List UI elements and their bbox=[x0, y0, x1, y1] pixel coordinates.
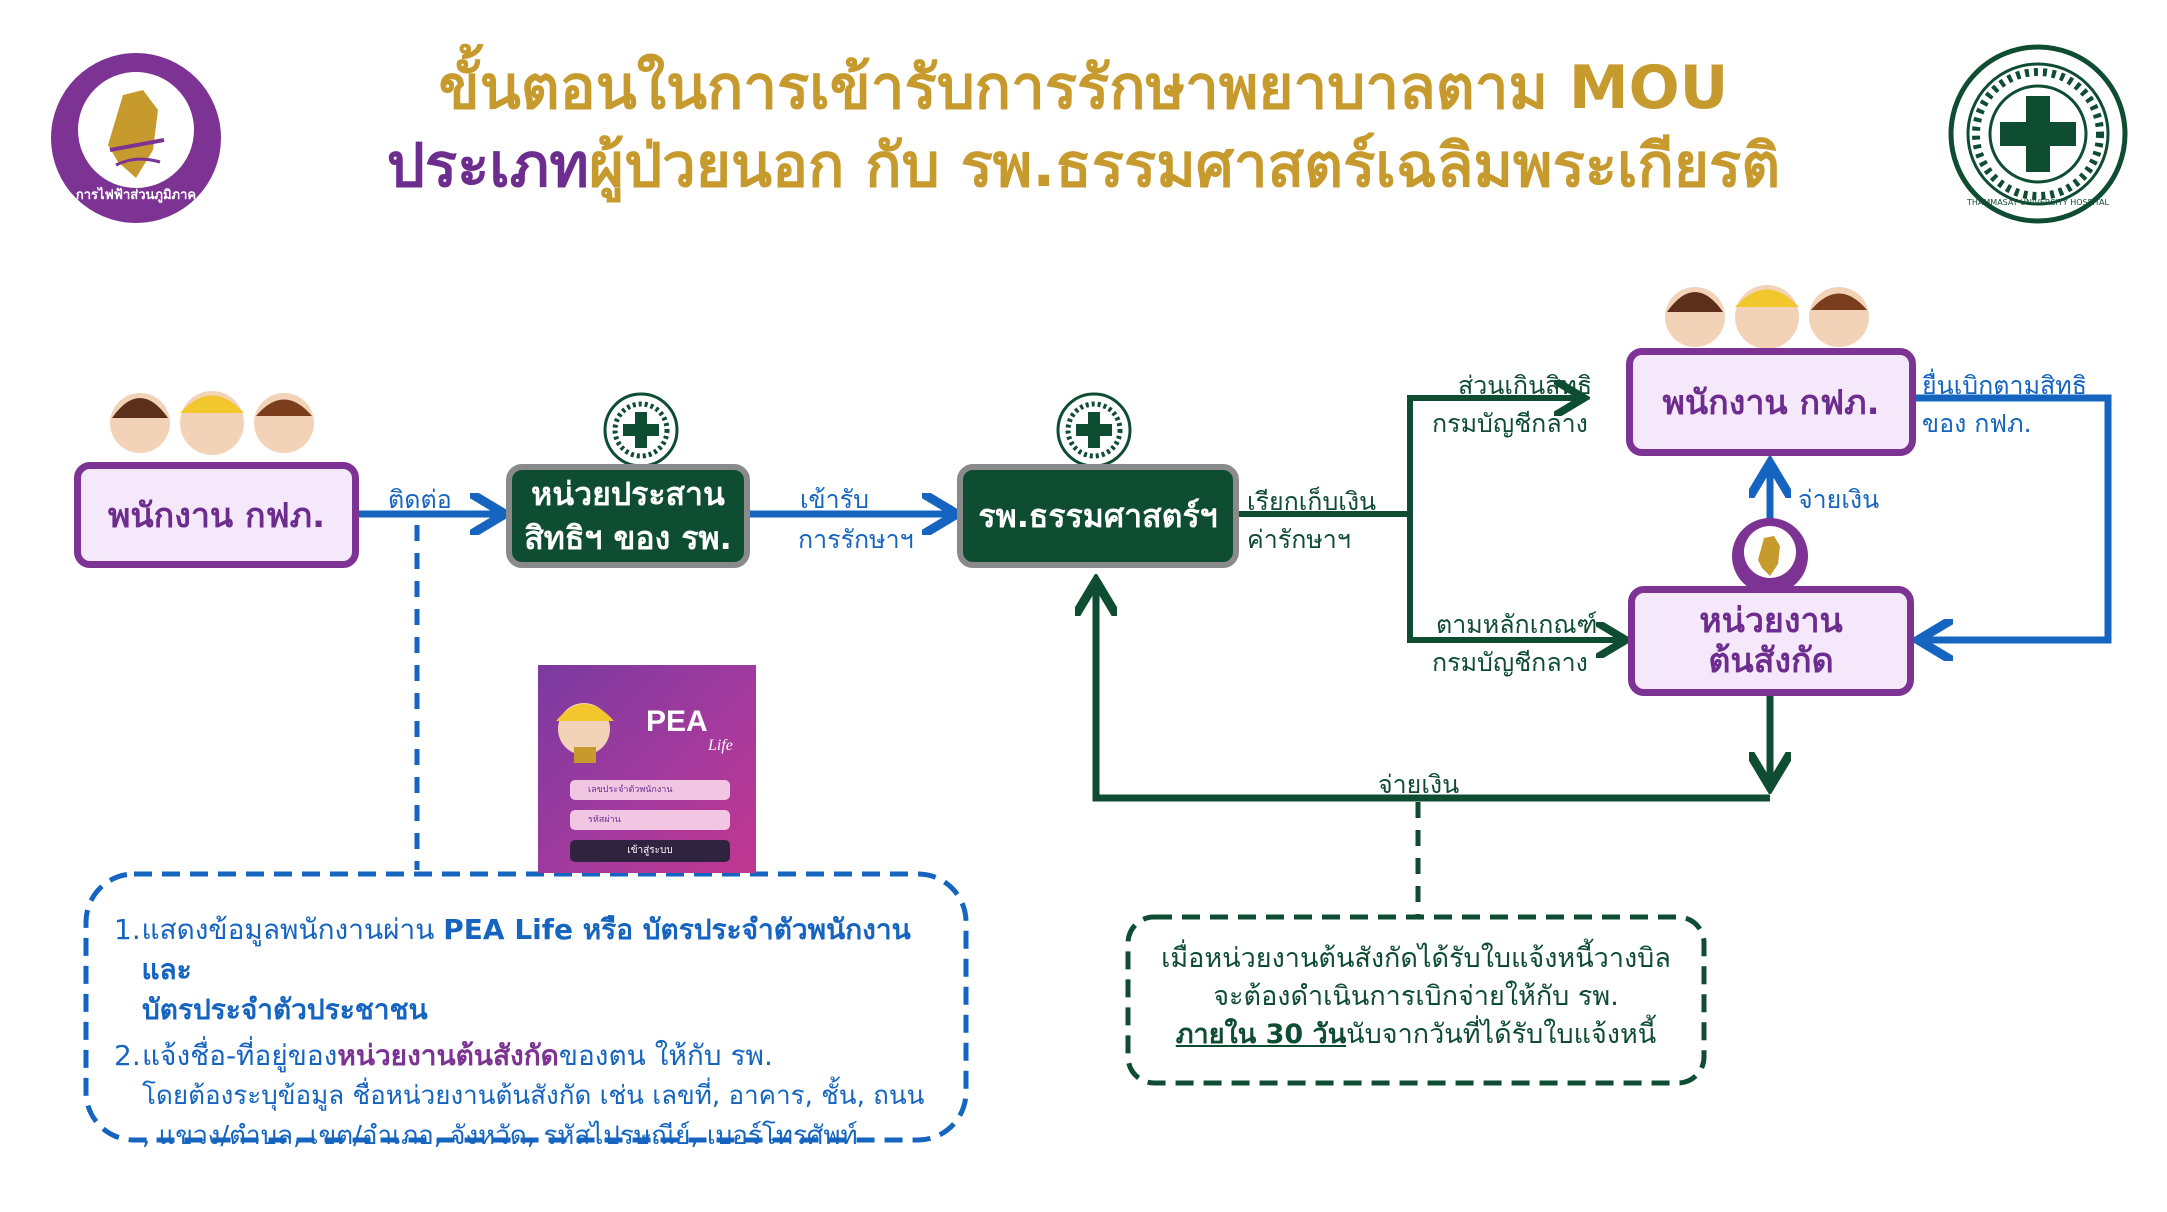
edge-label-pay-bottom: จ่ายเงิน bbox=[1378, 770, 1460, 799]
edge-label-excess-2: กรมบัญชีกลาง bbox=[1432, 409, 1588, 438]
edge-label-collect-1: เรียกเก็บเงิน bbox=[1247, 487, 1377, 516]
arrow-collect-fees bbox=[1237, 398, 1578, 517]
arrow-collect-criteria bbox=[1407, 514, 1620, 640]
edge-label-criteria-2: กรมบัญชีกลาง bbox=[1432, 648, 1588, 677]
edge-label-pay-up: จ่ายเงิน bbox=[1798, 485, 1880, 514]
edge-label-collect-2: ค่ารักษาฯ bbox=[1247, 525, 1351, 554]
note-left-item-2: 2. แจ้งชื่อ-ที่อยู่ของหน่วยงานต้นสังกัดข… bbox=[114, 1039, 773, 1072]
note-left: 1. แสดงข้อมูลพนักงานผ่าน PEA Life หรือ บ… bbox=[114, 910, 954, 1156]
edge-label-claim-1: ยื่นเบิกตามสิทธิ bbox=[1922, 371, 2088, 400]
edge-label-receive-2: การรักษาฯ bbox=[798, 525, 914, 554]
edge-label-excess-1: ส่วนเกินสิทธิ bbox=[1458, 371, 1593, 400]
pea-mascot-icon bbox=[548, 683, 622, 763]
note-right-line1: เมื่อหน่วยงานต้นสังกัดได้รับใบแจ้งหนี้วา… bbox=[1161, 943, 1671, 974]
app-logo-text: PEA bbox=[646, 705, 708, 738]
employee-box-right: พนักงาน กฟภ. bbox=[1626, 348, 1916, 456]
hospital-logo-small-2 bbox=[1056, 392, 1132, 468]
note-right-line3: ภายใน 30 วันนับจากวันที่ได้รับใบแจ้งหนี้ bbox=[1175, 1019, 1657, 1050]
edge-label-criteria-1: ตามหลักเกณฑ์ bbox=[1436, 610, 1598, 639]
pea-life-app-screenshot: PEA Life เลขประจำตัวพนักงาน รหัสผ่าน เข้… bbox=[538, 665, 756, 873]
hospital-logo-small-1 bbox=[603, 392, 679, 468]
hospital-logo-caption: THAMMASAT UNIVERSITY HOSPITAL bbox=[1967, 198, 2109, 207]
app-logo-suffix: Life bbox=[708, 737, 733, 754]
thammasat-hospital-logo: THAMMASAT UNIVERSITY HOSPITAL bbox=[1948, 44, 2128, 224]
pea-seal-logo: การไฟฟ้าส่วนภูมิภาค bbox=[48, 50, 224, 226]
edge-label-claim-2: ของ กฟภ. bbox=[1922, 409, 2032, 438]
login-button[interactable]: เข้าสู่ระบบ bbox=[570, 840, 730, 862]
arrow-claim bbox=[1911, 394, 2112, 640]
note-left-item-1-cont: บัตรประจำตัวประชาชน bbox=[142, 993, 428, 1026]
arrow-pay-hospital bbox=[1096, 588, 1770, 802]
password-field[interactable]: รหัสผ่าน bbox=[570, 810, 730, 830]
employee-characters-left bbox=[100, 368, 330, 468]
coordination-unit-box: หน่วยประสานสิทธิฯ ของ รพ. bbox=[506, 464, 750, 568]
note-right: เมื่อหน่วยงานต้นสังกัดได้รับใบแจ้งหนี้วา… bbox=[1128, 940, 1704, 1054]
pea-logo-small bbox=[1730, 516, 1810, 596]
edge-label-receive-1: เข้ารับ bbox=[800, 485, 869, 514]
note-right-border bbox=[1125, 914, 1707, 1086]
affiliated-unit-box: หน่วยงานต้นสังกัด bbox=[1628, 586, 1914, 696]
note-right-line2: จะต้องดำเนินการเบิกจ่ายให้กับ รพ. bbox=[1213, 981, 1619, 1012]
employee-box-left: พนักงาน กฟภ. bbox=[74, 462, 359, 568]
note-left-border bbox=[83, 871, 969, 1143]
page-title-line2: ประเภทผู้ป่วยนอก กับ รพ.ธรรมศาสตร์เฉลิมพ… bbox=[386, 131, 1781, 201]
username-field[interactable]: เลขประจำตัวพนักงาน bbox=[570, 780, 730, 800]
note-left-item-2-line2: โดยต้องระบุข้อมูล ชื่อหน่วยงานต้นสังกัด … bbox=[142, 1081, 925, 1111]
edge-label-contact: ติดต่อ bbox=[388, 485, 452, 514]
note-left-item-2-line3: , แขวง/ตำบล, เขต/อำเภอ, จังหวัด, รหัสไปร… bbox=[142, 1121, 858, 1151]
pea-logo-caption: การไฟฟ้าส่วนภูมิภาค bbox=[75, 188, 197, 203]
note-left-item-1: 1. แสดงข้อมูลพนักงานผ่าน PEA Life หรือ บ… bbox=[114, 913, 911, 986]
hospital-box: รพ.ธรรมศาสตร์ฯ bbox=[957, 464, 1239, 568]
employee-characters-right bbox=[1655, 262, 1885, 362]
page-title-line1: ขั้นตอนในการเข้ารับการรักษาพยาบาลตาม MOU bbox=[438, 53, 1729, 123]
